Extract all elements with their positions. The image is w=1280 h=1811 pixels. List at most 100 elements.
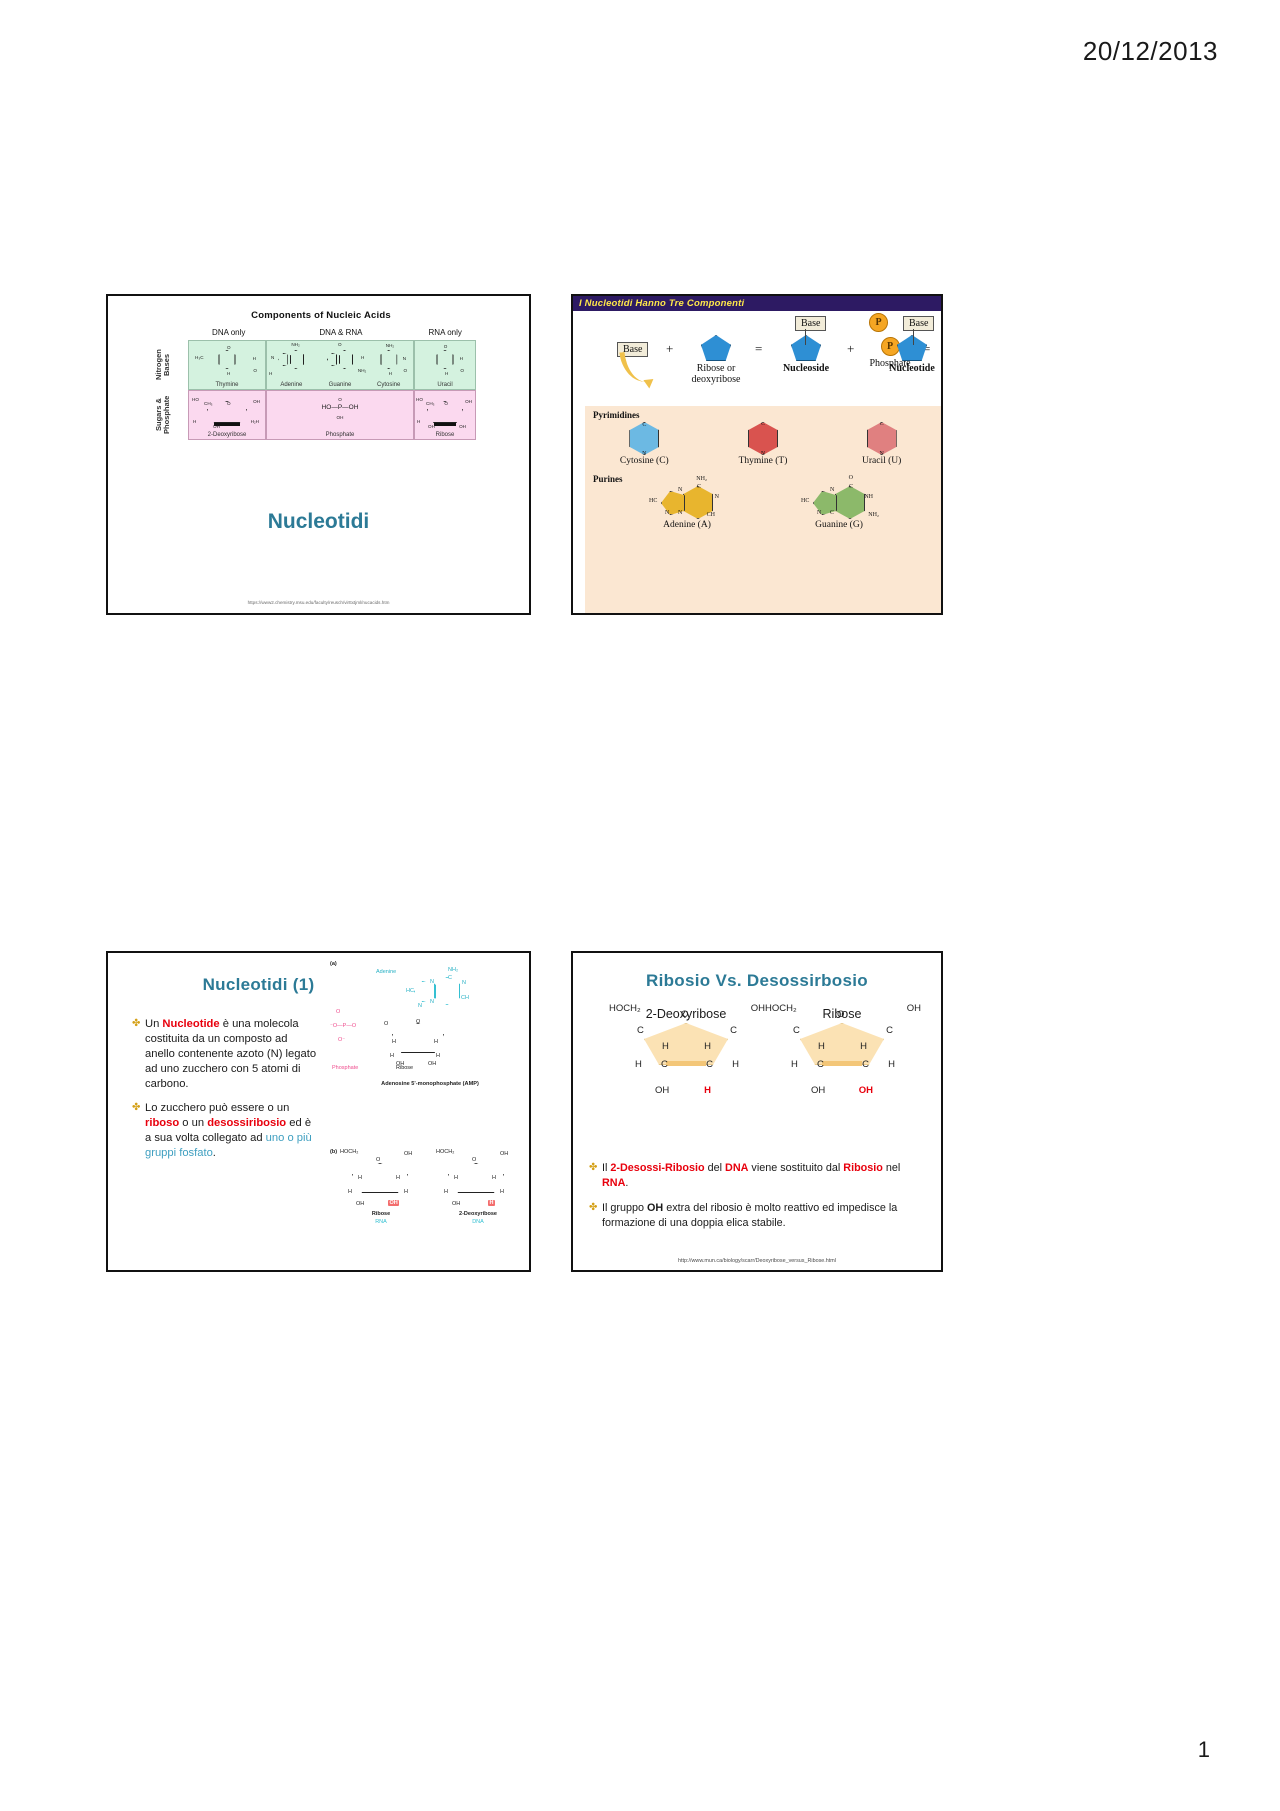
mol-cytosine-colored: NH₂ C HC N HC C O N H Cytosine (C) bbox=[594, 422, 694, 466]
bullet-fragment-highlight: 2-Desossi-Ribosio bbox=[610, 1162, 705, 1174]
bullet-marker-icon: ✤ bbox=[132, 1102, 141, 1114]
base-label-2: Base bbox=[795, 316, 827, 331]
phosphate-formula: HO—P—OH bbox=[321, 404, 359, 411]
deoxyribose-c-bottom-right: C bbox=[706, 1059, 713, 1070]
deoxyribose-h-inner-right: H bbox=[704, 1041, 711, 1052]
ribose-hoch2: HOCH₂ bbox=[765, 1003, 797, 1014]
slide4-bullet-list: ✤ Il 2-Desossi-Ribosio del DNA viene sos… bbox=[589, 1161, 929, 1241]
ribose-ring-o: O bbox=[837, 1009, 845, 1020]
ribose-name-b: Ribose bbox=[371, 1211, 391, 1217]
bullet-fragment-bold: OH bbox=[647, 1201, 664, 1214]
nucleoside-label: Nucleoside bbox=[782, 363, 830, 374]
ribose-h-inner-left: H bbox=[818, 1041, 825, 1052]
bullet-fragment: ed è a sua volta collegato ad bbox=[145, 1117, 312, 1145]
mol-name-thymine-t: Thymine (T) bbox=[738, 456, 788, 466]
figure-table: Nitrogen Bases Sugars & Phosphate H₃C O … bbox=[154, 340, 476, 440]
slide4-source-url: http://www.mun.ca/biology/scarr/Deoxyrib… bbox=[678, 1258, 836, 1264]
cell-dna-only-bases: H₃C O H O H Thymine bbox=[188, 340, 266, 390]
bullet-fragment-teal: uno o più gruppi fosfato bbox=[145, 1132, 312, 1160]
mol-thymine-colored: O C H₃C C N HC C O N H Thymine (T) bbox=[713, 422, 813, 466]
bullet-fragment-highlight: DNA bbox=[725, 1162, 749, 1174]
purines-label: Purines bbox=[593, 474, 623, 484]
mol-name-adenine-a: Adenine (A) bbox=[663, 520, 711, 530]
ribose-bottom-oh: OH bbox=[811, 1085, 826, 1096]
ribose-c-left: C bbox=[793, 1025, 800, 1036]
mol-name-thymine: Thymine bbox=[215, 382, 239, 388]
nucleoside-pentagon-icon bbox=[791, 335, 821, 361]
uracil-hex-icon: O C HC N HC C O N H bbox=[854, 412, 913, 462]
bullet-text-2: Lo zucchero può essere o un riboso o un … bbox=[145, 1101, 318, 1161]
ribose-c-right: C bbox=[886, 1025, 893, 1036]
mol-name-uracil-u: Uracil (U) bbox=[861, 456, 902, 466]
adenine-label: Adenine bbox=[376, 969, 397, 975]
nucleotide-label: Nucleotide bbox=[889, 363, 935, 374]
deoxyribose-bold-bond bbox=[214, 423, 240, 426]
deoxyribose-bottom-oh: OH bbox=[655, 1085, 670, 1096]
bullet-fragment: viene sostituito dal bbox=[748, 1162, 844, 1174]
equals-sign-2: = bbox=[923, 341, 931, 356]
mol-adenine: NH₂ N H Adenine bbox=[267, 341, 316, 389]
slide1-source-url: https://www2.chemistry.msu.edu/faculty/r… bbox=[247, 600, 390, 605]
bullet-text-2: Il gruppo OH extra del ribosio è molto r… bbox=[602, 1201, 929, 1231]
slide1-title: Nucleotidi bbox=[267, 510, 370, 533]
ribose-h-left: H bbox=[791, 1059, 798, 1070]
deoxyribose-hoch2: HOCH₂ bbox=[609, 1003, 641, 1014]
thymine-ring-icon bbox=[218, 350, 236, 369]
h-highlight-deoxyribose: H bbox=[488, 1200, 495, 1206]
bullet-fragment: nel bbox=[882, 1162, 901, 1174]
eq-nucleoside: Nucleoside bbox=[769, 335, 843, 374]
figure-row-labels: Nitrogen Bases Sugars & Phosphate bbox=[154, 340, 188, 440]
deoxyribose-bold-bond bbox=[666, 1061, 706, 1066]
bullet-fragment-highlight: Nucleotide bbox=[162, 1018, 220, 1030]
guanine-ring-icon bbox=[327, 350, 353, 369]
mol-name-guanine: Guanine bbox=[328, 382, 352, 388]
deoxyribose-c-bottom-left: C bbox=[661, 1059, 668, 1070]
amp-structure-figure: (a) Adenine NH₂ C N N HC N CH N O ⁻O—P—O… bbox=[330, 961, 522, 1261]
eq-base-2: Base bbox=[795, 313, 827, 331]
cell-dna-and-rna-bases: NH₂ N H Adenine O bbox=[266, 340, 414, 390]
bullet-fragment-highlight: Ribosio bbox=[843, 1162, 883, 1174]
deoxyribose-name-b: 2-Deoxyribose bbox=[459, 1211, 497, 1217]
mol-name-uracil: Uracil bbox=[437, 382, 453, 388]
pyrimidines-label: Pyrimidines bbox=[593, 410, 640, 420]
page-number: 1 bbox=[1197, 1737, 1210, 1762]
column-header-dna-only: DNA only bbox=[212, 328, 246, 337]
slide-tre-componenti: I Nucleotidi Hanno Tre Componenti Base +… bbox=[571, 294, 943, 615]
ribose-pentagon-icon bbox=[392, 1023, 444, 1053]
bullet-fragment: è una molecola costituita da un composto… bbox=[145, 1018, 317, 1090]
mol-uracil-colored: O C HC N HC C O N H Uracil (U) bbox=[832, 422, 932, 466]
sugar-name-2-deoxyribose: 2-Deoxyribose bbox=[645, 1007, 727, 1021]
oh-highlight-ribose: OH bbox=[388, 1200, 400, 1206]
base-connector-1 bbox=[805, 329, 806, 345]
list-item: ✤ Il 2-Desossi-Ribosio del DNA viene sos… bbox=[589, 1161, 929, 1191]
nucleotide-pentagon-icon bbox=[897, 335, 927, 361]
adenine-ring-icon bbox=[278, 350, 305, 369]
bullet-fragment: del bbox=[704, 1162, 726, 1174]
ribose-bold-bond bbox=[822, 1061, 862, 1066]
plus-sign-2: + bbox=[847, 341, 855, 356]
cytosine-ring-icon bbox=[380, 350, 398, 369]
slide-nucleotidi-1: Nucleotidi (1) ✤ Un Nucleotide è una mol… bbox=[106, 951, 531, 1272]
amp-panel-b: (b) HOCH₂ O OH H H H H OH OH Ribose RNA … bbox=[330, 1149, 522, 1249]
mol-name-cytosine: Cytosine bbox=[377, 382, 401, 388]
mol-name-ribose: Ribose bbox=[435, 432, 455, 438]
column-header-rna-only: RNA only bbox=[428, 328, 462, 337]
ribose-top-oh: OH bbox=[906, 1003, 921, 1014]
bullet-marker-icon: ✤ bbox=[589, 1201, 598, 1213]
adenine-hexagon-icon bbox=[434, 977, 460, 1005]
guanine-purine-icon: O C N NH HC C NH₂ N bbox=[801, 475, 879, 519]
ribose-c-bottom-right: C bbox=[862, 1059, 869, 1070]
deoxyribose-sub-b: DNA bbox=[472, 1219, 484, 1225]
ribose-label-a: Ribose bbox=[396, 1065, 414, 1071]
nucleic-acid-components-figure: Components of Nucleic Acids DNA only DNA… bbox=[154, 310, 476, 440]
purines-row: NH₂ C N N HC N CH N Adenine (A) bbox=[585, 475, 941, 530]
deoxyribose-bottom-h-red: H bbox=[704, 1085, 711, 1096]
uracil-ring-icon bbox=[436, 350, 454, 369]
sugar-pentagon-icon bbox=[701, 335, 731, 361]
ribose-c-bottom-left: C bbox=[817, 1059, 824, 1070]
slide3-bullet-list: ✤ Un Nucleotide è una molecola costituit… bbox=[132, 1017, 318, 1171]
ribose-bold-bond bbox=[434, 423, 456, 426]
mol-guanine: O H NH₂ Guanine bbox=[316, 341, 366, 389]
deoxyribose-ring-o: O bbox=[681, 1009, 689, 1020]
slide2-banner-title: I Nucleotidi Hanno Tre Componenti bbox=[573, 296, 941, 311]
